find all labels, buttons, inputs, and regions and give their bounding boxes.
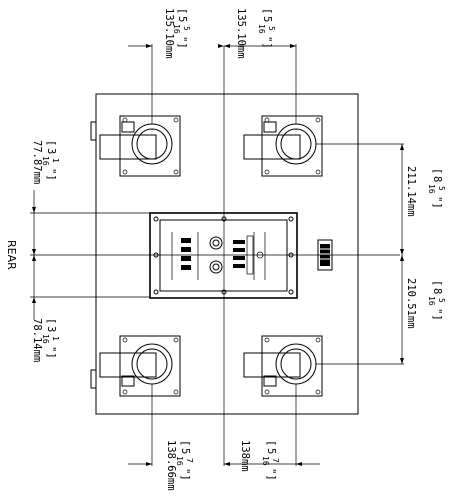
dim-left-lower-mm: 78.14mm — [31, 318, 43, 362]
terminal-block — [171, 232, 266, 280]
foot-top-left — [99, 115, 181, 177]
dim-bottom-right: 138mm [ 5 7 16 "] — [239, 440, 280, 481]
dimension-lines — [30, 44, 404, 466]
dim-top-left-mm: 135.10mm — [163, 8, 175, 59]
dim-top-right-in-whole: 5 — [261, 16, 273, 22]
dim-right-upper-bracket: [ — [431, 168, 443, 174]
dim-top-right-in-den: 16 — [257, 24, 266, 34]
dim-left-upper-in-num: 1 — [51, 158, 60, 163]
dim-right-upper-mm: 211.14mm — [405, 166, 417, 217]
dim-top-left: 135.10mm [ 5 5 16 "] — [163, 8, 191, 59]
dim-top-right-mm: 135.10mm — [235, 8, 247, 59]
foot-bottom-right — [243, 335, 323, 397]
dim-top-right-in-num: 5 — [267, 26, 276, 31]
dim-right-lower-in-whole: 8 — [431, 288, 443, 294]
dim-top-right-bracket-close: "] — [261, 36, 273, 49]
dim-bottom-left-in-den: 16 — [175, 456, 184, 466]
dim-bottom-right-bracket-close: "] — [265, 468, 277, 481]
dim-left-upper-bracket-close: "] — [45, 168, 57, 181]
dim-bottom-left: 138.66mm [ 5 7 16 "] — [165, 440, 194, 491]
dim-right-lower-in-num: 5 — [437, 298, 446, 303]
dim-left-lower-bracket-close: "] — [45, 346, 57, 359]
dim-bottom-right-in-whole: 5 — [265, 448, 277, 454]
dim-right-lower: 210.51mm [ 8 5 16 "] — [405, 278, 446, 329]
foot-top-right — [243, 115, 323, 177]
dim-top-right: 135.10mm [ 5 5 16 "] — [235, 8, 276, 59]
dim-bottom-right-in-num: 7 — [271, 458, 280, 463]
dim-left-lower-in-den: 16 — [41, 334, 50, 344]
dim-left-upper-mm: 77.87mm — [31, 140, 43, 184]
dim-left-lower-in-num: 1 — [51, 336, 60, 341]
dim-right-lower-in-den: 16 — [427, 296, 436, 306]
dim-right-lower-bracket-close: "] — [431, 308, 443, 321]
dim-right-upper-in-den: 16 — [427, 184, 436, 194]
dim-left-lower: 78.14mm [ 3 1 16 "] — [31, 318, 60, 362]
side-connector — [317, 239, 333, 271]
dim-right-upper-in-num: 5 — [437, 186, 446, 191]
dim-right-lower-mm: 210.51mm — [405, 278, 417, 329]
dim-left-upper-bracket: [ — [45, 140, 57, 146]
dim-top-right-bracket: [ — [261, 8, 273, 14]
housing — [90, 93, 359, 415]
dim-bottom-left-mm: 138.66mm — [165, 440, 177, 491]
dim-right-upper-in-whole: 8 — [431, 176, 443, 182]
rear-label: REAR — [5, 240, 18, 270]
dim-bottom-right-bracket: [ — [265, 440, 277, 446]
center-panel — [149, 212, 298, 299]
dim-top-left-bracket: [ — [176, 8, 188, 14]
dim-left-lower-bracket: [ — [45, 318, 57, 324]
dim-top-left-in-whole: 5 — [176, 16, 188, 22]
dim-right-lower-bracket: [ — [431, 280, 443, 286]
dim-left-upper-in-den: 16 — [41, 156, 50, 166]
foot-bottom-left — [99, 335, 181, 397]
dim-bottom-left-bracket: [ — [179, 440, 191, 446]
centerlines — [30, 46, 400, 466]
dim-left-lower-in-whole: 3 — [45, 326, 57, 332]
dim-top-left-in-den: 16 — [172, 24, 181, 34]
dim-bottom-right-mm: 138mm — [239, 440, 251, 472]
dim-bottom-left-in-whole: 5 — [179, 448, 191, 454]
dim-bottom-left-bracket-close: "] — [179, 468, 191, 481]
dim-top-left-bracket-close: "] — [176, 36, 188, 49]
dim-bottom-left-in-num: 7 — [185, 458, 194, 463]
dim-bottom-right-in-den: 16 — [261, 456, 270, 466]
dim-right-upper: 211.14mm [ 8 5 16 "] — [405, 166, 446, 217]
dim-left-upper: 77.87mm [ 3 1 16 "] — [31, 140, 60, 184]
dim-right-upper-bracket-close: "] — [431, 196, 443, 209]
dim-left-upper-in-whole: 3 — [45, 148, 57, 154]
dim-top-left-in-num: 5 — [182, 26, 191, 31]
